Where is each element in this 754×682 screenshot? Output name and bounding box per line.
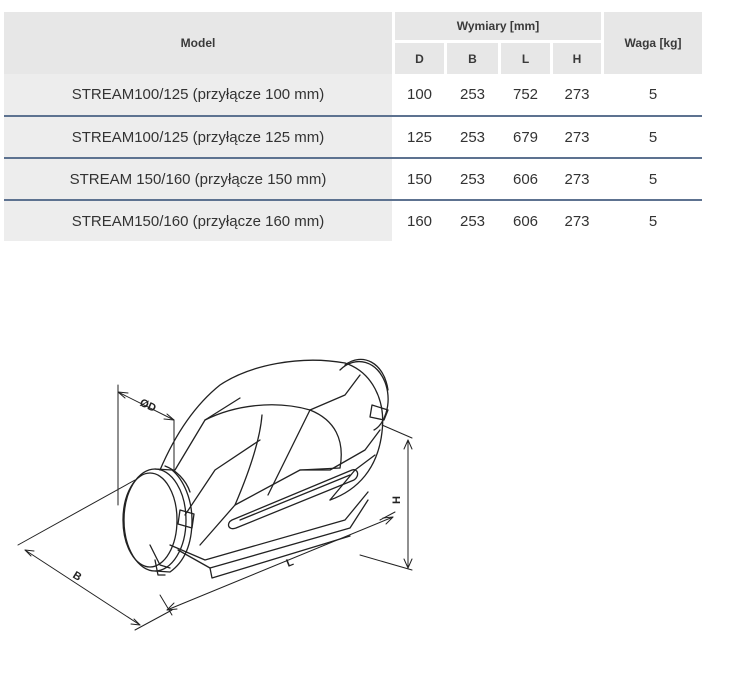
header-dimensions: Wymiary [mm]: [395, 12, 601, 40]
row-4-b: 253: [459, 212, 486, 230]
header-weight: Waga [kg]: [604, 12, 702, 74]
row-3-weight: 5: [648, 170, 658, 188]
row-4-weight: 5: [648, 212, 658, 230]
dimension-label-l: L: [285, 556, 296, 570]
header-b: B: [447, 43, 498, 74]
row-2-d: 125: [406, 128, 433, 146]
row-1-weight: 5: [648, 86, 658, 103]
dimension-label-b: B: [70, 569, 83, 583]
outlet-collar: [339, 358, 389, 431]
row-1-model: STREAM100/125 (przyłącze 100 mm): [4, 74, 392, 115]
header-d: D: [395, 43, 444, 74]
row-4-l: 606: [512, 212, 539, 230]
row-2-l: 679: [512, 128, 539, 146]
row-3-h: 273: [564, 170, 590, 188]
row-3-l: 606: [512, 170, 539, 188]
dimension-lines: [17, 384, 413, 631]
dimension-label-h: H: [391, 496, 403, 504]
header-l: L: [501, 43, 550, 74]
header-h: H: [553, 43, 601, 74]
fan-housing: [159, 359, 384, 579]
row-2-weight: 5: [648, 128, 658, 146]
row-3-b: 253: [459, 170, 486, 188]
row-4-model: STREAM150/160 (przyłącze 160 mm): [4, 201, 392, 241]
row-1-d: 100: [406, 86, 433, 103]
row-3-model: STREAM 150/160 (przyłącze 150 mm): [4, 159, 392, 199]
row-2-b: 253: [459, 128, 486, 146]
row-3-d: 150: [406, 170, 433, 188]
row-1-l: 752: [512, 86, 539, 103]
row-separator: [4, 199, 702, 201]
inlet-collar: [122, 465, 195, 576]
row-1-b: 253: [459, 86, 486, 103]
row-separator: [4, 115, 702, 117]
row-4-d: 160: [406, 212, 433, 230]
row-2-model: STREAM100/125 (przyłącze 125 mm): [4, 117, 392, 157]
row-separator: [4, 157, 702, 159]
header-model: Model: [4, 12, 392, 74]
row-4-h: 273: [564, 212, 590, 230]
row-2-h: 273: [564, 128, 590, 146]
row-1-h: 273: [564, 86, 590, 103]
dimension-label-d: ØD: [138, 397, 158, 415]
